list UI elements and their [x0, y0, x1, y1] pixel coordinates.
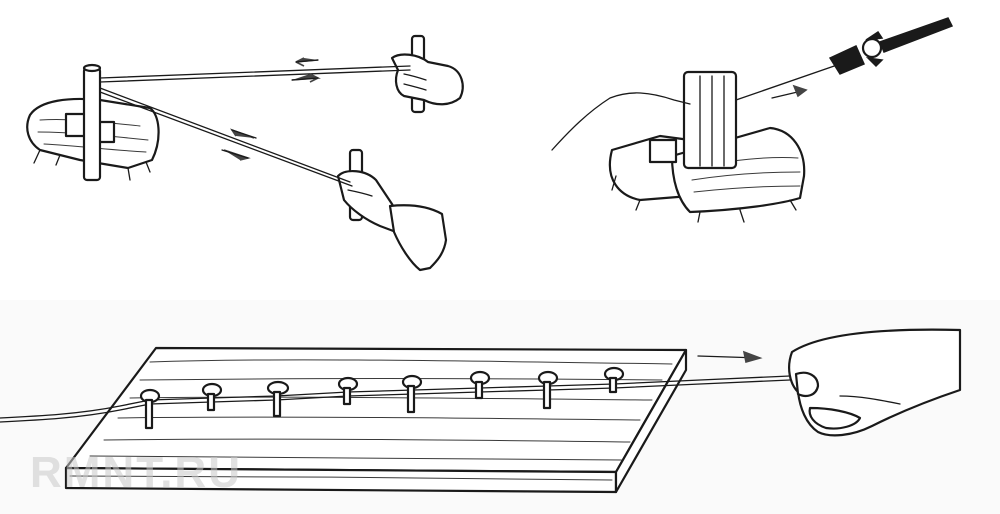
direction-arrows-top-left — [221, 57, 321, 161]
vertical-post — [82, 63, 102, 182]
wire-right — [551, 63, 841, 151]
wire-bottom — [0, 375, 791, 423]
top-drawing — [26, 17, 954, 272]
lower-hand-with-rod — [336, 148, 448, 272]
wooden-board — [64, 346, 688, 494]
nail — [537, 370, 559, 410]
nail — [401, 374, 423, 414]
upper-hand-with-rod — [390, 34, 464, 114]
direction-arrow-bottom — [697, 350, 763, 364]
nail — [201, 382, 223, 412]
direction-arrow-right — [771, 84, 808, 99]
bottom-illustration-panel — [0, 300, 1000, 514]
drawing-tool-right — [828, 17, 954, 75]
top-illustration-panel — [26, 17, 954, 272]
clamp-assembly-right — [608, 70, 806, 223]
wires-top-left — [99, 65, 411, 187]
nails-row — [139, 366, 625, 430]
bottom-drawing — [0, 328, 962, 494]
nail — [337, 376, 359, 406]
nail — [603, 366, 625, 394]
nail — [139, 388, 161, 430]
nail — [469, 370, 491, 400]
nail — [266, 380, 290, 418]
hand-pulling-wire — [788, 328, 962, 437]
